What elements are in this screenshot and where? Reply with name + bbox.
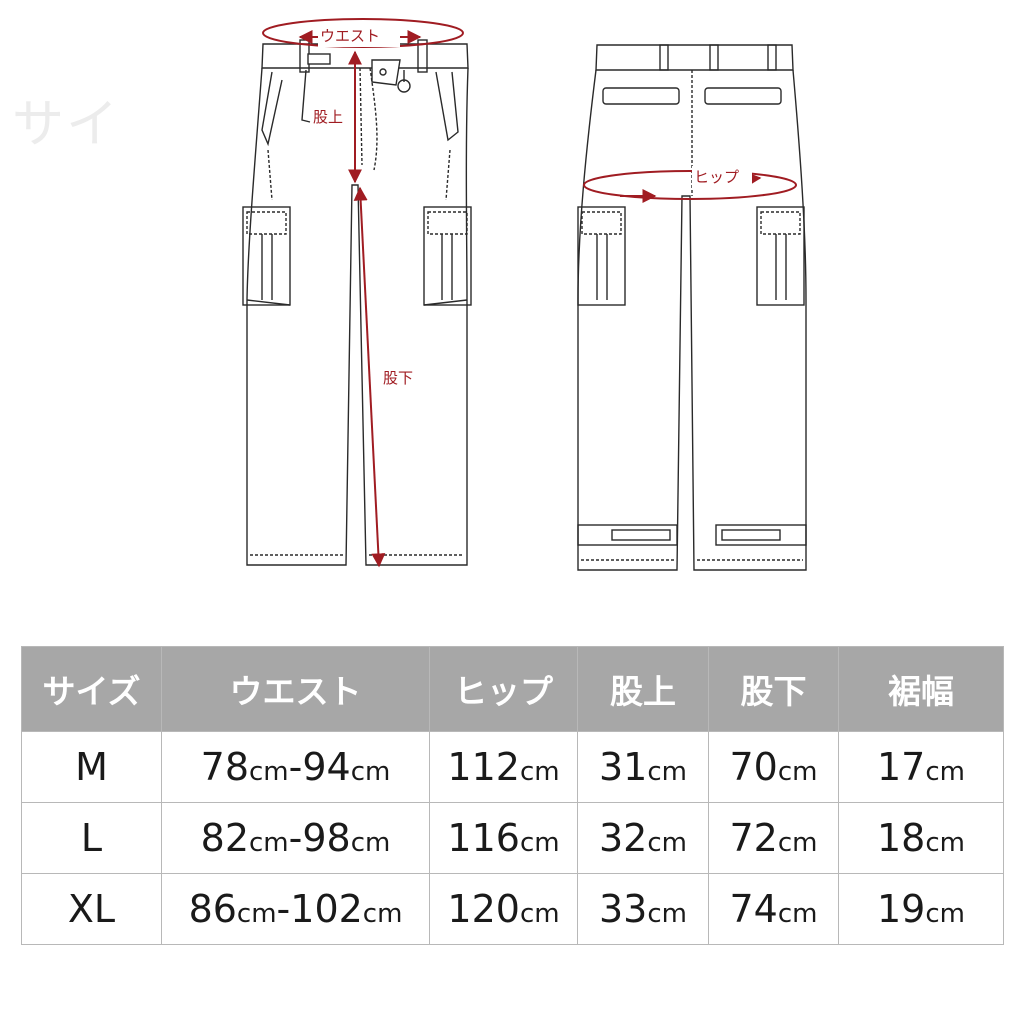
back-cargo-pocket-right: [756, 206, 805, 306]
table-header-row: サイズ ウエスト ヒップ 股上 股下 裾幅: [21, 646, 1004, 732]
front-outline: [246, 67, 469, 566]
inseam-cell: 70cm: [708, 731, 839, 803]
pants-back-view: [577, 44, 807, 571]
measurement-markings: [262, 18, 797, 568]
key-ring-loop: [397, 79, 411, 93]
inseam-cell: 74cm: [708, 873, 839, 945]
rise-cell: 32cm: [577, 802, 709, 874]
front-pocket-left: [261, 71, 283, 147]
hip-label: ヒップ: [694, 168, 739, 186]
rise-cell: 33cm: [577, 873, 709, 945]
table-row: L 82cm-98cm 116cm 32cm 72cm 18cm: [21, 802, 1004, 874]
inseam-label: 股下: [383, 369, 413, 387]
back-pocket-left: [602, 87, 680, 105]
size-cell: XL: [21, 873, 162, 945]
watermark-text: サイ: [12, 95, 121, 155]
waist-label: ウエスト: [320, 27, 380, 45]
hip-cell: 120cm: [429, 873, 578, 945]
header-size: サイズ: [21, 646, 162, 732]
header-hip: ヒップ: [429, 646, 578, 732]
waist-adjuster-tab: [307, 53, 331, 65]
waist-cell: 82cm-98cm: [161, 802, 430, 874]
back-belt-loop: [767, 44, 777, 71]
hem-cell: 19cm: [838, 873, 1004, 945]
front-pocket-right: [435, 71, 459, 142]
table-row: M 78cm-94cm 112cm 31cm 70cm 17cm: [21, 731, 1004, 803]
waist-cell: 78cm-94cm: [161, 731, 430, 803]
pants-front-view: [242, 39, 472, 566]
header-hem-width: 裾幅: [838, 646, 1004, 732]
back-belt-loop: [659, 44, 669, 71]
waist-strap: [301, 69, 311, 123]
waist-cell: 86cm-102cm: [161, 873, 430, 945]
inseam-measure-arrow: [353, 186, 386, 568]
hip-cell: 116cm: [429, 802, 578, 874]
cargo-pocket-right: [423, 206, 472, 306]
header-inseam: 股下: [708, 646, 839, 732]
rise-label: 股上: [313, 108, 343, 126]
back-waistband: [595, 44, 794, 71]
hem-cell: 17cm: [838, 731, 1004, 803]
header-waist: ウエスト: [161, 646, 430, 732]
hem-strap-left: [577, 524, 678, 546]
hip-cell: 112cm: [429, 731, 578, 803]
back-outline: [577, 69, 807, 571]
button-icon: [379, 68, 387, 76]
size-cell: L: [21, 802, 162, 874]
cargo-pocket-left: [242, 206, 291, 306]
hip-measure-loop: [583, 170, 797, 200]
header-rise: 股上: [577, 646, 709, 732]
pants-measurement-diagram: ウエスト 股上 股下 ヒップ: [242, 18, 807, 571]
size-cell: M: [21, 731, 162, 803]
inseam-cell: 72cm: [708, 802, 839, 874]
table-row: XL 86cm-102cm 120cm 33cm 74cm 19cm: [21, 873, 1004, 945]
size-chart-table: サイズ ウエスト ヒップ 股上 股下 裾幅 M 78cm-94cm 112cm …: [21, 646, 1004, 945]
back-belt-loop: [709, 44, 719, 71]
front-fly: [359, 67, 378, 171]
hem-cell: 18cm: [838, 802, 1004, 874]
hem-strap-right: [715, 524, 807, 546]
back-cargo-pocket-left: [577, 206, 626, 306]
back-pocket-right: [704, 87, 782, 105]
rise-cell: 31cm: [577, 731, 709, 803]
front-belt-loop: [417, 39, 428, 73]
